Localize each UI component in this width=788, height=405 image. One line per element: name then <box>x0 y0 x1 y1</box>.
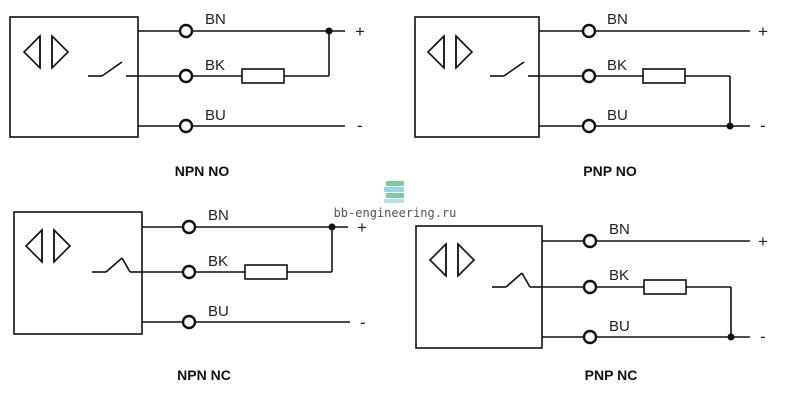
wire-label-bk: BK <box>607 57 627 74</box>
book-stack-icon <box>384 181 404 203</box>
diagram-npn-nc: BN BK BU + - NPN NC <box>13 207 367 383</box>
inductive-sensor-icon <box>22 34 70 70</box>
terminal-bu <box>181 314 197 330</box>
sensor-body <box>13 211 143 335</box>
diagram-npn-no: BN BK BU + - NPN NO <box>9 11 365 179</box>
watermark-text: bb-engineering.ru <box>334 206 457 220</box>
terminal-bu <box>581 118 597 134</box>
inductive-sensor-icon <box>428 242 476 278</box>
sensor-body <box>414 16 540 138</box>
diagram-title: PNP NO <box>583 163 637 179</box>
diagram-pnp-no: BN BK BU + - PNP NO <box>414 11 768 179</box>
sign-plus: + <box>758 22 768 41</box>
sign-minus: - <box>760 116 766 135</box>
normally-closed-switch-icon <box>492 272 542 288</box>
wire-label-bk: BK <box>208 253 228 270</box>
terminal-bk <box>178 68 194 84</box>
sensor-body <box>9 16 139 138</box>
normally-closed-switch-icon <box>92 257 142 273</box>
diagram-title: NPN NC <box>177 367 231 383</box>
wire-label-bk: BK <box>609 267 629 284</box>
normally-open-switch-icon <box>88 61 138 77</box>
terminal-bk <box>582 279 598 295</box>
load-resistor <box>643 279 687 295</box>
sign-plus: + <box>758 232 768 251</box>
junction-dot <box>328 223 336 231</box>
sign-plus: + <box>357 218 367 237</box>
sign-plus: + <box>355 22 365 41</box>
inductive-sensor-icon <box>426 34 474 70</box>
terminal-bn <box>181 219 197 235</box>
terminal-bk <box>581 68 597 84</box>
diagram-pnp-nc: BN BK BU + - PNP NC <box>415 221 768 383</box>
terminal-bn <box>582 233 598 249</box>
sign-minus: - <box>360 313 366 332</box>
watermark: bb-engineering.ru <box>334 181 457 220</box>
normally-open-switch-icon <box>490 61 539 77</box>
terminal-bk <box>181 264 197 280</box>
sign-minus: - <box>760 327 766 346</box>
load-resistor <box>241 68 285 84</box>
wire-label-bu: BU <box>205 107 226 124</box>
diagram-title: NPN NO <box>175 163 230 179</box>
sensor-body <box>415 225 543 349</box>
junction-dot <box>325 27 333 35</box>
wire-label-bu: BU <box>609 318 630 335</box>
wire-label-bn: BN <box>609 221 630 238</box>
wire-label-bn: BN <box>208 207 229 224</box>
load-resistor <box>244 264 288 280</box>
diagram-title: PNP NC <box>585 367 638 383</box>
terminal-bn <box>581 23 597 39</box>
terminal-bu <box>582 329 598 345</box>
inductive-sensor-icon <box>24 228 72 264</box>
wire-label-bk: BK <box>205 57 225 74</box>
sign-minus: - <box>357 116 363 135</box>
load-resistor <box>642 68 686 84</box>
wire-label-bu: BU <box>607 107 628 124</box>
wire-label-bu: BU <box>208 303 229 320</box>
terminal-bu <box>178 118 194 134</box>
wire-label-bn: BN <box>607 11 628 28</box>
wire-label-bn: BN <box>205 11 226 28</box>
terminal-bn <box>178 23 194 39</box>
